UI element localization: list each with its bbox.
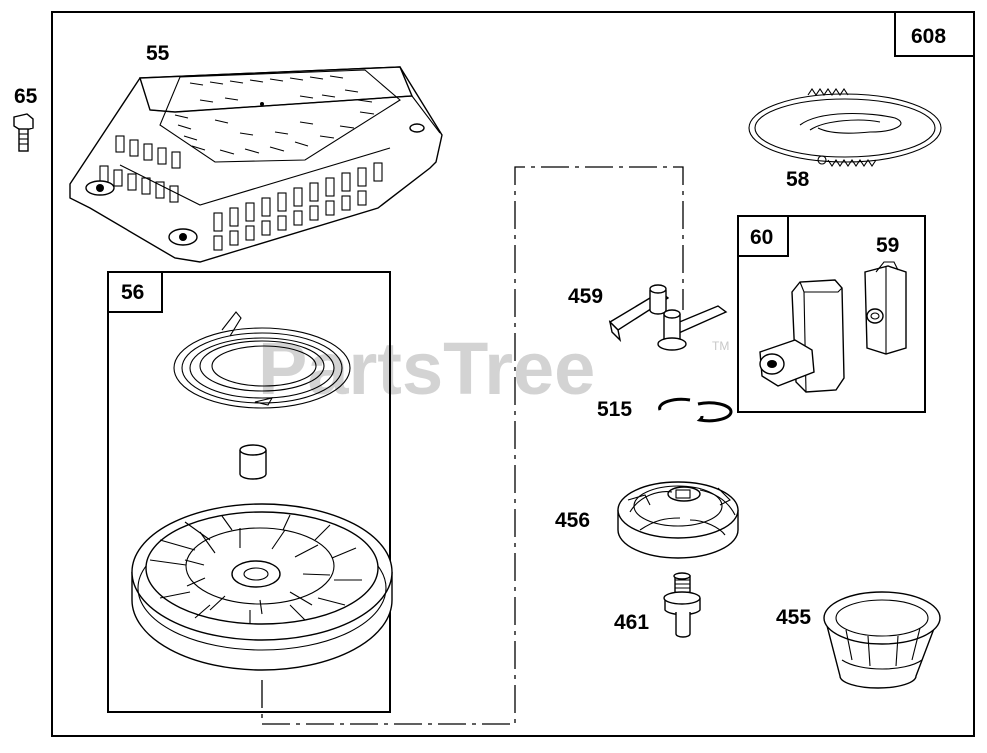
assembly-label: 608 bbox=[911, 25, 946, 48]
bolt-65-part[interactable] bbox=[13, 113, 34, 152]
handle-group-label: 60 bbox=[750, 226, 773, 249]
watermark-text: PartsTree bbox=[258, 327, 595, 410]
blower-housing-cover-55[interactable] bbox=[69, 66, 443, 263]
starter-pawl-459[interactable] bbox=[608, 284, 728, 351]
part-label-58: 58 bbox=[786, 168, 810, 191]
recoil-starter-group-box bbox=[107, 271, 391, 713]
assembly-label-box bbox=[894, 11, 975, 57]
part-label-515: 515 bbox=[597, 398, 632, 421]
watermark-tm: TM bbox=[712, 339, 729, 353]
starter-cup-455[interactable] bbox=[823, 591, 941, 689]
retaining-ring-515[interactable] bbox=[658, 397, 733, 423]
recoil-group-label: 56 bbox=[121, 281, 144, 304]
assembly-connector-line bbox=[261, 166, 684, 725]
starter-pulley-part[interactable] bbox=[131, 503, 393, 671]
ratchet-screw-461[interactable] bbox=[663, 572, 701, 638]
part-label-456: 456 bbox=[555, 509, 590, 532]
rewind-spring-part[interactable] bbox=[173, 311, 351, 409]
part-label-459: 459 bbox=[568, 285, 603, 308]
starter-handle-part[interactable] bbox=[759, 279, 845, 393]
handle-insert-59[interactable] bbox=[864, 261, 907, 355]
starter-rope-58[interactable] bbox=[748, 88, 942, 167]
part-label-55: 55 bbox=[146, 42, 170, 65]
part-label-65: 65 bbox=[14, 85, 38, 108]
ratchet-456[interactable] bbox=[617, 481, 739, 559]
recoil-group-label-box bbox=[107, 271, 163, 313]
bushing-part[interactable] bbox=[239, 444, 267, 480]
handle-group-label-box bbox=[737, 215, 789, 257]
assembly-frame bbox=[51, 11, 975, 737]
part-label-59: 59 bbox=[876, 234, 899, 257]
part-label-455: 455 bbox=[776, 606, 811, 629]
part-label-461: 461 bbox=[614, 611, 649, 634]
